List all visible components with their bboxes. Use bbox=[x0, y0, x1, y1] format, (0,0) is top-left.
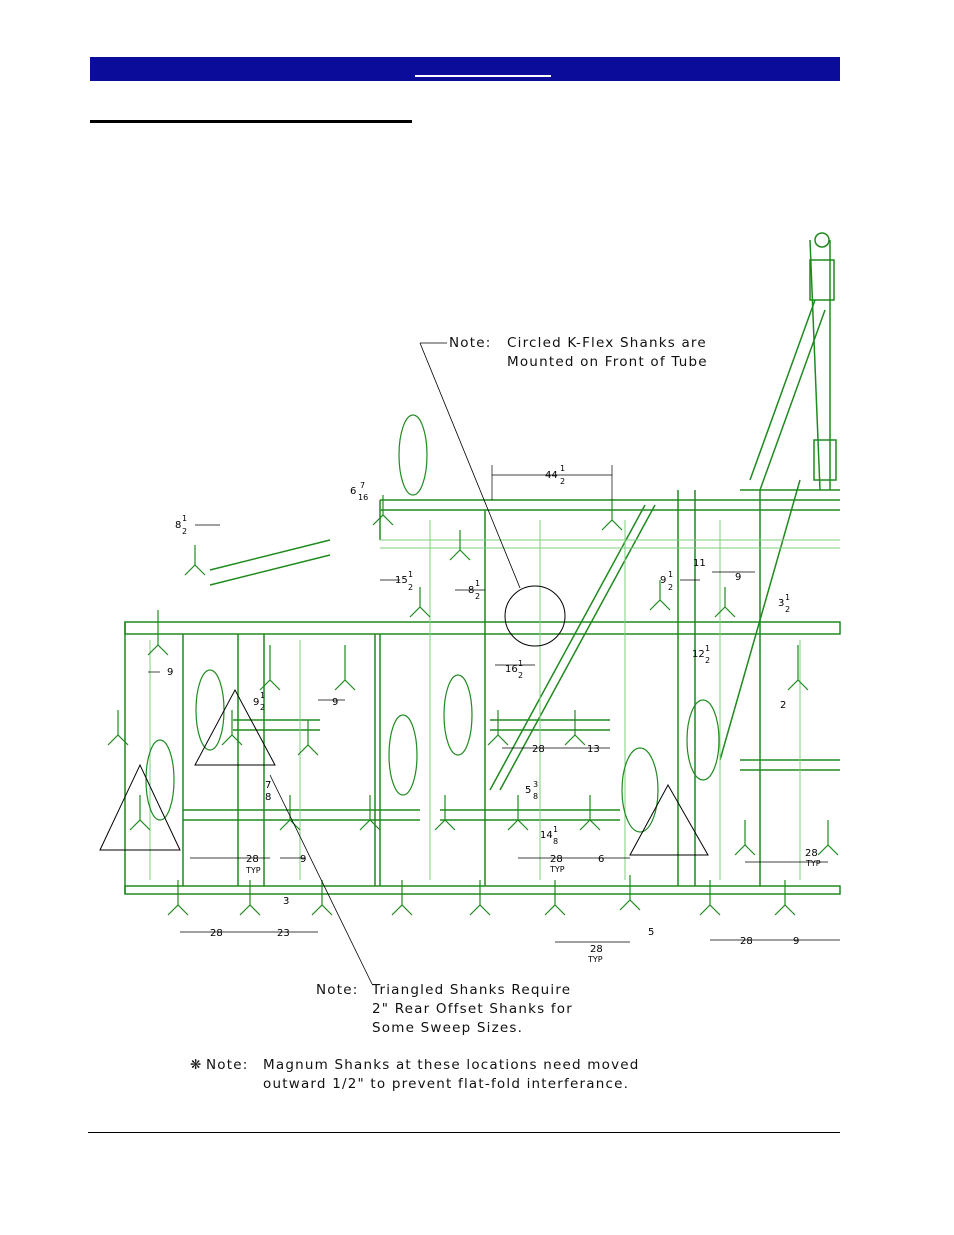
svg-text:23: 23 bbox=[277, 928, 290, 939]
svg-text:28: 28 bbox=[805, 848, 818, 859]
svg-text:44: 44 bbox=[545, 470, 558, 481]
svg-text:1: 1 bbox=[182, 514, 187, 523]
light-frame-lines bbox=[149, 520, 840, 880]
svg-text:2: 2 bbox=[785, 605, 790, 614]
footer-rule bbox=[88, 1132, 840, 1133]
svg-text:28: 28 bbox=[590, 944, 603, 955]
svg-text:28: 28 bbox=[550, 854, 563, 865]
svg-text:15: 15 bbox=[395, 575, 408, 586]
svg-text:2: 2 bbox=[560, 477, 565, 486]
svg-text:1: 1 bbox=[475, 579, 480, 588]
svg-text:9: 9 bbox=[793, 936, 799, 947]
svg-text:11: 11 bbox=[693, 558, 706, 569]
svg-text:5: 5 bbox=[648, 927, 654, 938]
svg-text:1: 1 bbox=[518, 659, 523, 668]
circled-note-line2: Mounted on Front of Tube bbox=[507, 354, 708, 370]
svg-text:28: 28 bbox=[740, 936, 753, 947]
svg-text:8: 8 bbox=[533, 792, 538, 801]
header-bar bbox=[90, 57, 840, 81]
svg-text:2: 2 bbox=[668, 583, 673, 592]
svg-text:13: 13 bbox=[587, 744, 600, 755]
svg-text:2: 2 bbox=[260, 703, 265, 712]
svg-text:7: 7 bbox=[265, 780, 271, 791]
svg-text:28: 28 bbox=[210, 928, 223, 939]
svg-text:14: 14 bbox=[540, 830, 553, 841]
svg-text:1: 1 bbox=[705, 644, 710, 653]
svg-text:2: 2 bbox=[475, 592, 480, 601]
svg-text:2: 2 bbox=[518, 671, 523, 680]
dimension-lines bbox=[148, 465, 840, 943]
svg-text:TYP: TYP bbox=[587, 955, 603, 964]
circled-note-label: Note: bbox=[449, 335, 492, 351]
svg-text:3: 3 bbox=[778, 598, 784, 609]
svg-text:3: 3 bbox=[283, 896, 289, 907]
triangled-note-line3: Some Sweep Sizes. bbox=[372, 1020, 524, 1036]
svg-text:9: 9 bbox=[332, 697, 338, 708]
svg-text:2: 2 bbox=[705, 656, 710, 665]
triangled-note-line1: Triangled Shanks Require bbox=[372, 982, 572, 998]
magnum-note-line2: outward 1/2" to prevent flat-fold interf… bbox=[263, 1076, 630, 1092]
svg-text:9: 9 bbox=[660, 575, 666, 586]
svg-text:3: 3 bbox=[533, 780, 538, 789]
svg-text:9: 9 bbox=[300, 854, 306, 865]
svg-text:16: 16 bbox=[358, 493, 368, 502]
section-rule bbox=[90, 120, 412, 123]
svg-text:8: 8 bbox=[553, 837, 558, 846]
svg-text:2: 2 bbox=[780, 700, 786, 711]
svg-text:1: 1 bbox=[408, 570, 413, 579]
svg-text:9: 9 bbox=[735, 572, 741, 583]
svg-text:12: 12 bbox=[692, 649, 705, 660]
svg-text:2: 2 bbox=[182, 527, 187, 536]
svg-text:28: 28 bbox=[246, 854, 259, 865]
svg-text:8: 8 bbox=[468, 585, 474, 596]
magnum-note-label: Note: bbox=[206, 1057, 249, 1073]
svg-text:16: 16 bbox=[505, 664, 518, 675]
note-leaders bbox=[269, 342, 521, 985]
svg-text:1: 1 bbox=[553, 825, 558, 834]
circled-note-line1: Circled K-Flex Shanks are bbox=[507, 335, 707, 351]
svg-text:9: 9 bbox=[253, 697, 259, 708]
triangled-note-line2: 2" Rear Offset Shanks for bbox=[372, 1001, 573, 1017]
svg-text:1: 1 bbox=[668, 570, 673, 579]
svg-text:1: 1 bbox=[560, 464, 565, 473]
shank-markers bbox=[99, 585, 709, 856]
triangled-note-label: Note: bbox=[316, 982, 359, 998]
svg-text:6: 6 bbox=[350, 486, 356, 497]
dimension-labels: 44 12 8 12 6 716 15 12 8 12 9 12 11 9 3 … bbox=[167, 464, 821, 964]
magnum-note-marker-icon: ❋ bbox=[190, 1057, 203, 1073]
svg-text:TYP: TYP bbox=[245, 866, 261, 875]
svg-text:TYP: TYP bbox=[549, 865, 565, 874]
svg-text:TYP: TYP bbox=[805, 859, 821, 868]
gauge-wheels bbox=[145, 414, 720, 833]
svg-text:5: 5 bbox=[525, 785, 531, 796]
svg-text:8: 8 bbox=[175, 520, 181, 531]
header-title-underline bbox=[415, 75, 551, 77]
magnum-note-line1: Magnum Shanks at these locations need mo… bbox=[263, 1057, 640, 1073]
svg-text:1: 1 bbox=[260, 691, 265, 700]
frame-lines bbox=[124, 232, 841, 895]
svg-text:9: 9 bbox=[167, 667, 173, 678]
svg-text:1: 1 bbox=[785, 593, 790, 602]
svg-text:7: 7 bbox=[360, 481, 365, 490]
svg-text:6: 6 bbox=[598, 854, 604, 865]
shank-sweeps bbox=[107, 495, 839, 916]
svg-text:2: 2 bbox=[408, 583, 413, 592]
svg-text:28: 28 bbox=[532, 744, 545, 755]
svg-text:8: 8 bbox=[265, 792, 271, 803]
